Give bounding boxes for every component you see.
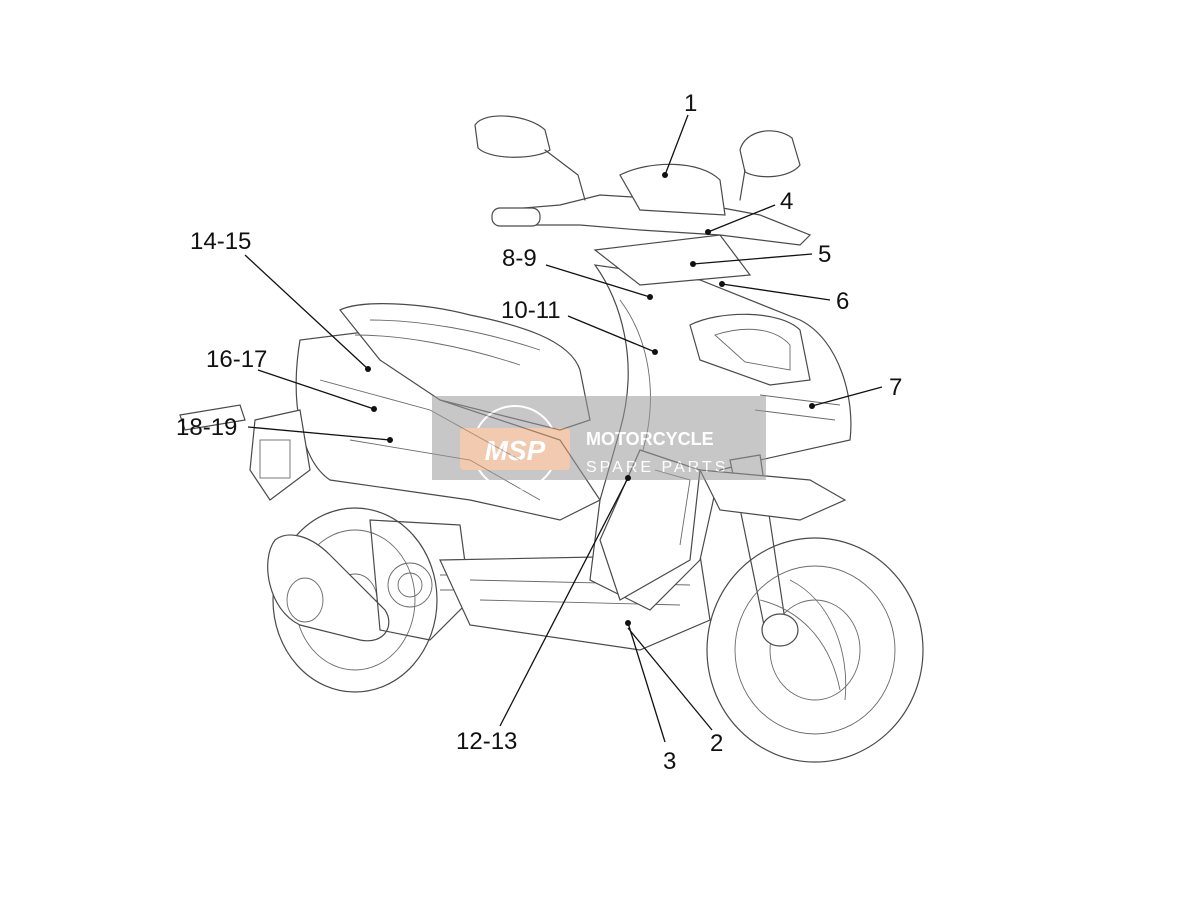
callout-14-15: 14-15 (190, 228, 251, 255)
handlebar (491, 163, 812, 286)
front-wheel (706, 537, 924, 763)
headlight (689, 313, 841, 421)
callout-5: 5 (818, 241, 831, 268)
callout-6: 6 (836, 288, 849, 315)
tail-light (179, 404, 311, 501)
scooter-drawing (179, 115, 924, 763)
callout-18-19: 18-19 (176, 414, 237, 441)
callout-3: 3 (663, 748, 676, 775)
leader-lines (244, 114, 883, 743)
callout-7: 7 (889, 374, 902, 401)
callout-16-17: 16-17 (206, 346, 267, 373)
exhaust-muffler (267, 534, 390, 642)
callout-8-9: 8-9 (502, 245, 537, 272)
callout-2: 2 (710, 730, 723, 757)
watermark-line2: SPARE PARTS (586, 459, 728, 476)
watermark-logo-box (460, 428, 570, 470)
watermark: MSP MOTORCYCLE SPARE PARTS (432, 396, 766, 491)
callout-labels: 1 4 5 6 7 8-9 10-11 14-15 16-17 18-19 12… (176, 90, 902, 775)
callout-10-11: 10-11 (501, 297, 561, 324)
callout-12-13: 12-13 (456, 728, 517, 755)
callout-4: 4 (780, 188, 793, 215)
mirror-right (739, 130, 801, 201)
mirror-left (474, 115, 586, 201)
callout-1: 1 (684, 90, 697, 117)
watermark-logo: MSP (485, 435, 546, 466)
watermark-line1: MOTORCYCLE (586, 429, 714, 449)
